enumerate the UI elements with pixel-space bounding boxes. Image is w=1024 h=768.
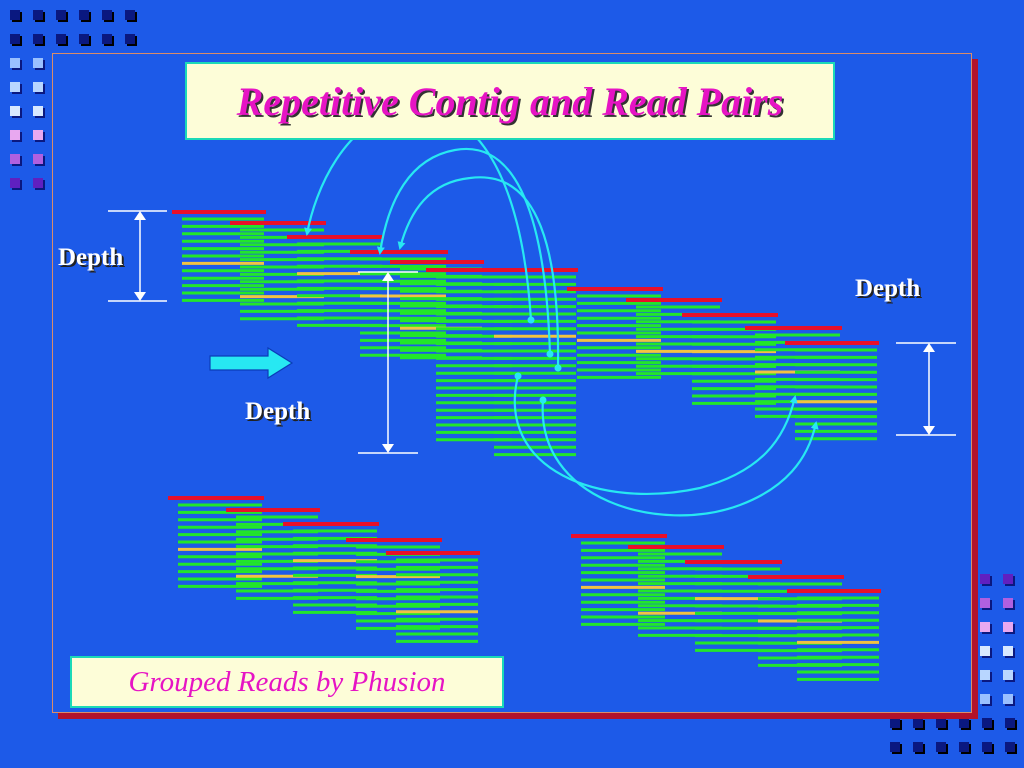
depth-left-depth-arrow-icon — [134, 292, 146, 301]
direction-arrow-icon — [209, 346, 294, 380]
caption-box: Grouped Reads by Phusion — [70, 656, 504, 708]
decorative-square-icon — [33, 58, 43, 68]
decorative-square-icon — [982, 718, 992, 728]
decorative-square-icon — [890, 742, 900, 752]
depth-right-depth-arrow-icon — [923, 426, 935, 435]
decorative-square-icon — [980, 622, 990, 632]
decorative-square-icon — [10, 154, 20, 164]
read-pair-link-3 — [513, 375, 798, 495]
decorative-square-icon — [79, 10, 89, 20]
read-pair-link-1 — [376, 147, 552, 355]
decorative-square-icon — [982, 742, 992, 752]
decorative-square-icon — [33, 178, 43, 188]
read-pair-link-4 — [541, 399, 819, 517]
decorative-square-icon — [980, 694, 990, 704]
depth-center-depth-arrow-icon — [382, 272, 394, 281]
decorative-square-icon — [959, 718, 969, 728]
decorative-square-icon — [10, 82, 20, 92]
decorative-square-icon — [1005, 718, 1015, 728]
depth-center-depth-arrow-icon — [382, 444, 394, 453]
read-pair-anchor-0 — [527, 316, 535, 324]
decorative-square-icon — [33, 34, 43, 44]
depth-label-left: Depth — [58, 244, 124, 271]
content-frame — [52, 53, 972, 713]
decorative-square-icon — [1003, 598, 1013, 608]
decorative-square-icon — [125, 34, 135, 44]
read-pair-link-2 — [397, 176, 560, 369]
decorative-square-icon — [56, 10, 66, 20]
decorative-square-icon — [1003, 694, 1013, 704]
decorative-square-icon — [102, 34, 112, 44]
decorative-square-icon — [1003, 670, 1013, 680]
depth-label-center: Depth — [245, 398, 311, 425]
decorative-square-icon — [10, 58, 20, 68]
decorative-square-icon — [1003, 622, 1013, 632]
decorative-square-icon — [936, 742, 946, 752]
decorative-square-icon — [33, 10, 43, 20]
decorative-square-icon — [33, 154, 43, 164]
depth-left-depth-arrow-icon — [134, 211, 146, 220]
read-pair-anchor-4 — [539, 396, 547, 404]
decorative-square-icon — [10, 130, 20, 140]
depth-right-depth-arrow-icon — [923, 343, 935, 352]
decorative-square-icon — [10, 178, 20, 188]
decorative-square-icon — [980, 646, 990, 656]
decorative-square-icon — [913, 718, 923, 728]
depth-label-right: Depth — [855, 275, 921, 302]
title-box: Repetitive Contig and Read Pairs — [185, 62, 835, 140]
caption: Grouped Reads by Phusion — [128, 665, 446, 698]
decorative-square-icon — [1003, 646, 1013, 656]
decorative-square-icon — [913, 742, 923, 752]
decorative-square-icon — [890, 718, 900, 728]
decorative-square-icon — [980, 574, 990, 584]
read-pair-anchor-3 — [514, 372, 522, 380]
decorative-square-icon — [1005, 742, 1015, 752]
decorative-square-icon — [33, 130, 43, 140]
read-pair-anchor-1 — [546, 350, 554, 358]
decorative-square-icon — [10, 10, 20, 20]
decorative-square-icon — [79, 34, 89, 44]
decorative-square-icon — [980, 598, 990, 608]
slide-title: Repetitive Contig and Read Pairs — [236, 78, 784, 124]
decorative-square-icon — [936, 718, 946, 728]
decorative-square-icon — [56, 34, 66, 44]
decorative-square-icon — [33, 106, 43, 116]
decorative-square-icon — [1003, 574, 1013, 584]
decorative-square-icon — [980, 670, 990, 680]
decorative-square-icon — [10, 34, 20, 44]
read-pair-anchor-2 — [554, 364, 562, 372]
decorative-square-icon — [33, 82, 43, 92]
decorative-square-icon — [125, 10, 135, 20]
decorative-square-icon — [959, 742, 969, 752]
decorative-square-icon — [10, 106, 20, 116]
decorative-square-icon — [102, 10, 112, 20]
